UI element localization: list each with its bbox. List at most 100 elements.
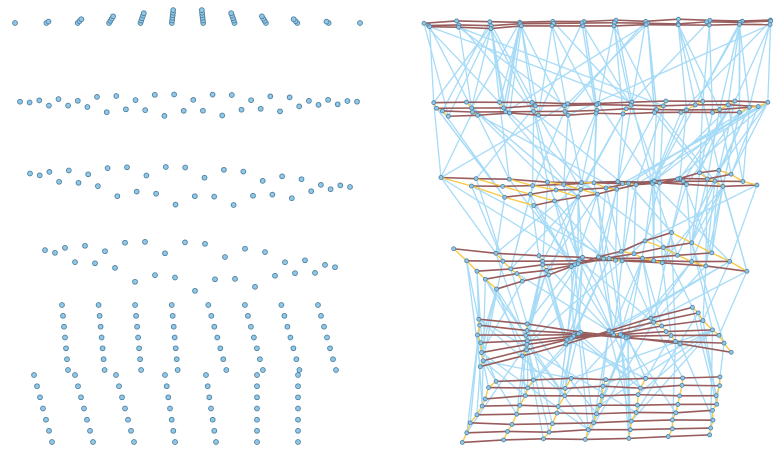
- node-point: [284, 323, 291, 330]
- node-point: [56, 178, 62, 185]
- graph-node: [562, 393, 568, 399]
- node-point: [153, 190, 159, 197]
- node-point: [254, 439, 260, 445]
- grid-edge-row: [554, 196, 579, 202]
- node-point: [209, 416, 216, 423]
- graph-node: [421, 20, 427, 26]
- grid-edge-row: [597, 188, 618, 195]
- node-point: [173, 356, 180, 363]
- graph-node: [478, 340, 484, 346]
- graph-node: [564, 337, 570, 343]
- graph-node: [555, 404, 561, 409]
- node-point: [60, 312, 66, 319]
- inter-layer-edge: [519, 23, 566, 112]
- node-point: [59, 302, 65, 308]
- graph-node: [473, 176, 479, 182]
- node-point: [259, 13, 265, 20]
- node-point: [64, 356, 70, 363]
- node-point: [325, 96, 331, 103]
- grid-edge-row: [663, 242, 692, 249]
- node-point: [142, 107, 149, 113]
- graph-node: [593, 110, 599, 116]
- graph-node: [710, 417, 716, 423]
- grid-edge-row: [458, 26, 491, 30]
- node-point: [87, 427, 93, 434]
- node-point: [161, 113, 168, 119]
- node-point: [46, 169, 53, 175]
- node-point: [82, 242, 88, 249]
- inter-layer-edge: [458, 24, 473, 109]
- inter-layer-edge: [440, 176, 579, 265]
- graph-node: [643, 22, 649, 28]
- grid-edge-row: [675, 340, 725, 344]
- inter-layer-edge: [482, 261, 504, 361]
- inter-layer-edge: [470, 185, 504, 262]
- grid-edge-row: [470, 422, 513, 426]
- graph-node: [550, 421, 555, 427]
- grid-edge-row: [496, 280, 523, 290]
- inter-layer-edge: [484, 278, 527, 336]
- node-point: [134, 323, 140, 330]
- inter-layer-edge: [651, 109, 658, 184]
- node-point: [327, 345, 333, 352]
- graph-node: [469, 183, 474, 189]
- graph-node: [721, 340, 727, 346]
- grid-edge-row: [662, 262, 706, 267]
- inter-layer-edge: [580, 113, 624, 190]
- grid-edge-col: [742, 180, 758, 186]
- inter-layer-edge: [516, 272, 610, 332]
- grid-edge-row: [423, 20, 457, 25]
- grid-edge-col: [484, 278, 498, 290]
- grid-edge-row: [678, 18, 710, 22]
- inter-layer-edge: [441, 21, 491, 112]
- graph-node: [678, 109, 684, 115]
- node-point: [211, 427, 218, 434]
- inter-layer-edge: [631, 101, 654, 184]
- graph-node: [627, 427, 633, 433]
- graph-node: [524, 328, 530, 333]
- node-point: [133, 188, 140, 195]
- inter-layer-edge: [677, 23, 704, 102]
- grid-edge-row: [453, 247, 497, 255]
- graph-node: [529, 99, 535, 105]
- graph-node: [642, 238, 648, 244]
- graph-node: [562, 386, 568, 391]
- node-point: [221, 166, 227, 173]
- graph-node: [530, 377, 536, 383]
- grid-edge-col: [440, 176, 472, 187]
- inter-layer-edge: [429, 26, 633, 103]
- graph-node: [680, 375, 686, 381]
- node-point: [232, 276, 238, 282]
- grid-edge-row: [580, 187, 607, 191]
- graph-node: [651, 258, 657, 264]
- graph-node: [712, 178, 718, 184]
- node-point: [290, 16, 297, 23]
- grid-edge-row: [613, 23, 647, 27]
- inter-layer-edge: [583, 21, 598, 111]
- graph-node: [716, 167, 722, 173]
- node-point: [323, 18, 330, 25]
- node-point: [172, 439, 178, 445]
- node-point: [114, 193, 121, 200]
- graph-node: [434, 105, 439, 111]
- node-point: [112, 265, 118, 271]
- graph-node: [582, 437, 588, 442]
- grid-edge-row: [630, 428, 673, 431]
- graph-node: [474, 268, 480, 274]
- graph-node: [684, 181, 689, 187]
- node-point: [122, 239, 128, 246]
- node-point: [295, 405, 301, 412]
- inter-layer-edge: [682, 100, 736, 182]
- inter-layer-edge: [510, 194, 532, 270]
- node-point: [245, 312, 251, 319]
- graph-node: [501, 437, 507, 443]
- inter-layer-edge: [526, 261, 544, 341]
- node-point: [212, 276, 218, 283]
- node-point: [34, 383, 40, 390]
- graph-node: [562, 109, 568, 114]
- inter-layer-edge: [520, 25, 533, 103]
- inter-layer-edge: [563, 110, 598, 185]
- node-point: [182, 164, 189, 171]
- inter-layer-edge: [509, 112, 598, 195]
- node-point: [45, 18, 52, 25]
